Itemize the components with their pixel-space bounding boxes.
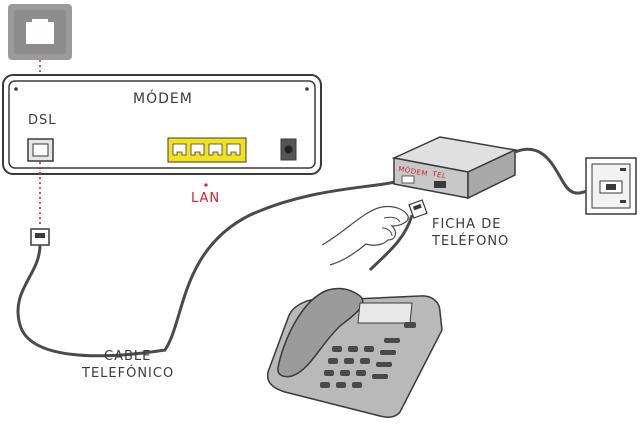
power-port-icon [280,138,297,161]
modem-title-label: MÓDEM [133,91,193,107]
dsl-port-icon [27,138,54,162]
hand-with-plug-icon [321,199,428,272]
wall-socket-icon [585,157,637,215]
modem-device [2,74,322,175]
phone-plug-label-line2: TELÉFONO [432,234,510,249]
phone-cable-label-line1: CABLE [104,349,152,364]
wall-jack-icon [8,4,72,60]
splitter-device [391,136,518,200]
lan-ports-icon [167,137,247,163]
cable-plug-icon [30,228,50,246]
phone-cable-label-line2: TELEFÓNICO [82,366,175,381]
lan-label: LAN [191,191,221,206]
telephone-icon [266,287,443,418]
dsl-port-label: DSL [28,113,57,128]
phone-cable [16,180,396,358]
phone-plug-label-line1: FICHA DE [432,217,502,232]
lan-indicator-dot [204,183,208,187]
